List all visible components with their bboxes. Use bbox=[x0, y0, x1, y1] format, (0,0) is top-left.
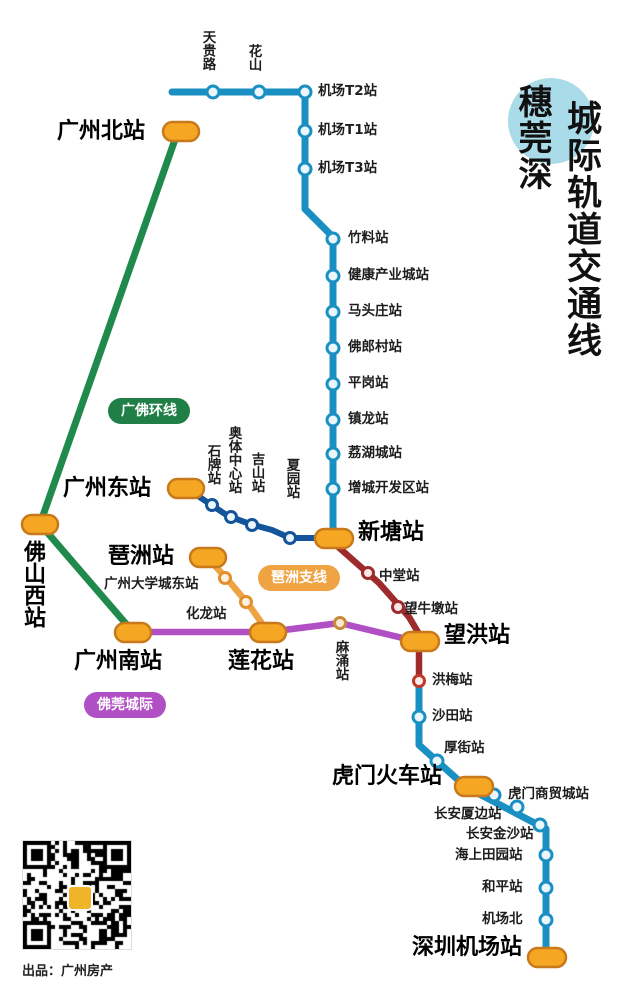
station-label-folangcun: 佛郎村站 bbox=[348, 339, 402, 355]
station-label-houjie: 厚街站 bbox=[444, 740, 485, 756]
station-label-lihucheng: 荔湖城站 bbox=[348, 445, 402, 461]
qr-caption: 出品：广州房产 bbox=[22, 964, 114, 979]
station-label-foshan-xi: 佛山西站 bbox=[20, 540, 46, 628]
station-label-guangzhou-nan: 广州南站 bbox=[74, 648, 163, 674]
station-label-xintang: 新塘站 bbox=[358, 519, 425, 545]
station-label-tianguilu: 天贵路 bbox=[199, 30, 216, 71]
line-orange-pazhou-branch bbox=[203, 553, 272, 636]
station-label-shatian: 沙田站 bbox=[432, 708, 473, 724]
station-label-wanghong: 望洪站 bbox=[444, 622, 511, 648]
station-label-jiankang-chanyecheng: 健康产业城站 bbox=[348, 267, 429, 283]
station-label-aoti-zhongxin: 奥体中心站 bbox=[225, 426, 242, 494]
station-label-shenzhen-jichang: 深圳机场站 bbox=[412, 934, 523, 960]
station-label-lianhua: 莲花站 bbox=[228, 648, 295, 674]
station-label-machong: 麻涌站 bbox=[332, 640, 349, 681]
map-title-left: 穗莞深 bbox=[512, 84, 552, 192]
station-label-changan-jinsha: 长安金沙站 bbox=[466, 826, 534, 842]
legend-badge-guangfo-ring[interactable]: 广佛环线 bbox=[108, 398, 190, 425]
station-label-guangzhou-bei: 广州北站 bbox=[57, 118, 146, 144]
line-darkblue-east-to-xintang bbox=[183, 485, 336, 541]
station-label-pinggang: 平岗站 bbox=[348, 375, 389, 391]
station-label-humen-huochezhan: 虎门火车站 bbox=[332, 763, 443, 789]
station-label-zengcheng-kaifaqu: 增城开发区站 bbox=[348, 480, 429, 496]
station-label-haishang-tianyuan: 海上田园站 bbox=[455, 847, 523, 863]
station-label-xiayuan: 夏园站 bbox=[283, 458, 300, 499]
station-label-hongmei: 洪梅站 bbox=[432, 672, 473, 688]
station-markers-normal bbox=[205, 84, 554, 928]
station-label-humen-shangmaocheng: 虎门商贸城站 bbox=[508, 786, 589, 802]
station-label-zhenlong: 镇龙站 bbox=[348, 411, 389, 427]
station-label-huashan: 花山 bbox=[245, 44, 262, 71]
station-label-shipai: 石牌站 bbox=[204, 444, 221, 485]
station-label-airport-t1: 机场T1站 bbox=[318, 122, 378, 138]
station-label-changan-xiabian: 长安厦边站 bbox=[434, 806, 502, 822]
title-background-blob bbox=[508, 78, 594, 164]
line-purple-foguan bbox=[129, 619, 419, 645]
station-label-heping: 和平站 bbox=[482, 879, 523, 895]
station-markers-interchange bbox=[20, 120, 568, 969]
qr-code[interactable] bbox=[22, 840, 132, 950]
station-label-hualong: 化龙站 bbox=[186, 606, 227, 622]
station-label-airport-t2: 机场T2站 bbox=[318, 83, 378, 99]
station-label-zhuliao: 竹料站 bbox=[348, 230, 389, 246]
qr-code-logo-icon bbox=[67, 885, 93, 911]
station-label-guangzhou-dong: 广州东站 bbox=[63, 475, 152, 501]
legend-badge-pazhou-branch[interactable]: 琶洲支线 bbox=[258, 565, 340, 592]
station-label-matouzhuang: 马头庄站 bbox=[348, 303, 402, 319]
map-title-right: 城际轨道交通线 bbox=[561, 100, 601, 359]
station-label-airport-t3: 机场T3站 bbox=[318, 160, 378, 176]
station-label-pazhou: 琶洲站 bbox=[108, 543, 175, 569]
station-label-wangniudun: 望牛墩站 bbox=[404, 601, 458, 617]
legend-badge-foguan-intercity[interactable]: 佛莞城际 bbox=[84, 692, 166, 719]
station-label-jichang-bei: 机场北 bbox=[482, 911, 523, 927]
station-label-zhongtang: 中堂站 bbox=[379, 568, 420, 584]
station-label-jishan: 吉山站 bbox=[248, 452, 265, 493]
station-label-guangzhou-daxuecheng-dong: 广州大学城东站 bbox=[104, 576, 199, 592]
